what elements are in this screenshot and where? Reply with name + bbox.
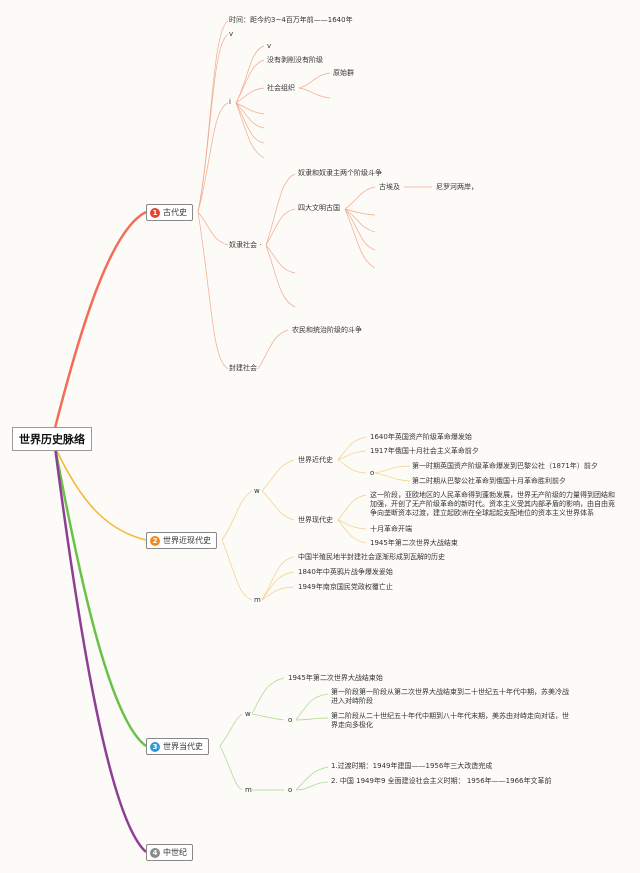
branch-label: 世界当代史 [163, 742, 203, 751]
node-october-revolution[interactable]: 十月革命开端 [370, 525, 412, 533]
node-v[interactable]: v [229, 30, 234, 38]
node-near-modern[interactable]: 世界近代史 [298, 456, 333, 464]
node-contemporary[interactable]: 世界现代史 [298, 516, 333, 524]
node-o[interactable]: o [288, 786, 293, 794]
number-badge: 3 [150, 741, 160, 752]
node-primitive-group[interactable]: 原始群 [333, 69, 354, 77]
branch-label: 中世纪 [163, 848, 187, 857]
node-m[interactable]: m [245, 786, 252, 794]
node-social-org[interactable]: 社会组织 [267, 84, 295, 92]
node-peasant-struggle[interactable]: 农民和统治阶级的斗争 [292, 326, 362, 334]
node-china-semicolonial[interactable]: 中国半殖民地半封建社会逐渐形成到瓦解的历史 [298, 553, 445, 561]
branch-current-history[interactable]: 3 世界当代史 [146, 738, 209, 755]
node-period-1[interactable]: 第一时期英国资产阶级革命爆发到巴黎公社（1871年）前夕 [412, 462, 598, 470]
node-nile[interactable]: 尼罗河两岸， [436, 183, 478, 191]
link-root-b4 [53, 446, 147, 853]
node-transition-period[interactable]: 1.过渡时期：1949年建国——1956年三大改造完成 [331, 762, 493, 770]
node-slave-society[interactable]: 奴隶社会 · [229, 241, 262, 249]
node-stage-1[interactable]: 第一阶段第一阶段从第二次世界大战结束到二十世纪五十年代中期，苏美冷战进入对峙阶段 [331, 688, 569, 705]
node-m[interactable]: m [254, 596, 261, 604]
root-topic[interactable]: 世界历史脉络 [12, 427, 92, 451]
link-root-b2 [54, 446, 147, 541]
branch-modern-history[interactable]: 2 世界近现代史 [146, 532, 217, 549]
branch-middle-ages[interactable]: 4 中世纪 [146, 844, 193, 861]
node-slave-struggle[interactable]: 奴隶和奴隶主两个阶级斗争 [298, 169, 382, 177]
node-v-sub[interactable]: v [267, 42, 272, 50]
node-period-2[interactable]: 第二时期从巴黎公社革命到俄国十月革命胜利前夕 [412, 477, 566, 485]
node-ww2-end[interactable]: 1945年第二次世界大战结束 [370, 539, 458, 547]
node-1949-end[interactable]: 1949年南京国民党政权覆亡止 [298, 583, 393, 591]
link-root-b3 [53, 446, 147, 748]
branch-ancient-history[interactable]: 1 古代史 [146, 204, 193, 221]
node-time-range[interactable]: 时间：距今约3~4百万年前——1640年 [229, 16, 353, 24]
node-no-class[interactable]: 没有剥削没有阶级 [267, 56, 323, 64]
node-o[interactable]: o [370, 469, 375, 477]
branch-label: 古代史 [163, 208, 187, 217]
node-stage-2[interactable]: 第二阶段从二十世纪五十年代中期到八十年代末期，美苏由对峙走向对话，世界走向多极化 [331, 712, 569, 729]
number-badge: 2 [150, 535, 160, 546]
number-badge: 4 [150, 847, 160, 858]
node-socialist-construction[interactable]: 2. 中国 1949年9 全面建设社会主义时期： 1956年——1966年文革前 [331, 777, 552, 785]
node-1640[interactable]: 1640年英国资产阶级革命爆发始 [370, 433, 472, 441]
node-w[interactable]: w [254, 487, 260, 495]
node-1945-start[interactable]: 1945年第二次世界大战结束始 [288, 674, 383, 682]
node-feudal-society[interactable]: 封建社会 [229, 364, 257, 372]
link-root-b1 [53, 210, 147, 429]
node-four-civilizations[interactable]: 四大文明古国 [298, 204, 340, 212]
node-opium-war[interactable]: 1840年中英鸦片战争爆发爰始 [298, 568, 393, 576]
node-w[interactable]: w [245, 710, 251, 718]
node-ancient-egypt[interactable]: 古埃及 [379, 183, 400, 191]
node-i[interactable]: i [229, 98, 231, 106]
branch-label: 世界近现代史 [163, 536, 211, 545]
number-badge: 1 [150, 207, 160, 218]
node-summary-paragraph[interactable]: 这一阶段，亚欧地区的人民革命得到蓬勃发展，世界无产阶级的力量得到团结和加强，开创… [370, 491, 615, 517]
node-1917[interactable]: 1917年俄国十月社会主义革命前夕 [370, 447, 479, 455]
node-o[interactable]: o [288, 716, 293, 724]
